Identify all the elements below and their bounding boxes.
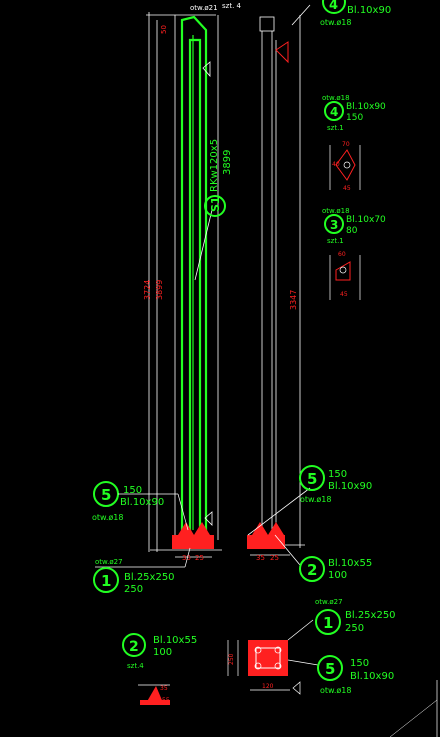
dim-total: 3724: [143, 280, 152, 300]
svg-text:70: 70: [342, 141, 350, 148]
detail-plate-2: 35 55: [138, 684, 170, 705]
svg-text:3: 3: [330, 218, 338, 232]
svg-text:1: 1: [101, 572, 111, 590]
svg-text:35: 35: [256, 554, 265, 562]
detail-plate-4: 70 40 45: [329, 141, 361, 192]
svg-text:45: 45: [343, 185, 351, 192]
svg-text:5: 5: [325, 660, 335, 678]
svg-text:1: 1: [323, 614, 333, 632]
svg-text:Bl.10x70: Bl.10x70: [346, 215, 386, 225]
svg-text:otw.ø18: otw.ø18: [92, 513, 123, 522]
svg-text:otw.ø18: otw.ø18: [300, 495, 331, 504]
callout-5-right: 5 150 Bl.10x90 otw.ø18: [299, 465, 372, 504]
svg-text:250: 250: [228, 653, 235, 665]
svg-text:Bl.10x90: Bl.10x90: [347, 5, 391, 16]
svg-text:120: 120: [262, 683, 274, 690]
svg-text:150: 150: [123, 485, 142, 496]
svg-text:4: 4: [329, 0, 338, 13]
svg-text:4: 4: [330, 105, 338, 119]
profile-label: RKw120x5: [209, 139, 220, 192]
svg-text:25: 25: [195, 554, 204, 562]
svg-text:2: 2: [129, 639, 139, 655]
callout-1-left: otw.ø27 1 Bl.25x250 250: [93, 547, 191, 595]
svg-text:5: 5: [307, 470, 317, 488]
svg-text:Bl.10x90: Bl.10x90: [328, 481, 372, 492]
callout-2-right: 2 Bl.10x55 100: [299, 556, 372, 582]
svg-text:100: 100: [328, 570, 347, 581]
svg-text:45: 45: [340, 291, 348, 298]
dim-right: 3347: [289, 290, 298, 310]
svg-text:szt.4: szt.4: [127, 662, 144, 670]
svg-text:otw.ø27: otw.ø27: [95, 558, 123, 566]
svg-text:szt.1: szt.1: [327, 237, 344, 245]
svg-text:150: 150: [350, 658, 369, 669]
svg-text:2: 2: [307, 561, 317, 579]
svg-text:35: 35: [182, 554, 191, 562]
part-circle-s1: [204, 195, 226, 217]
svg-text:otw.ø18: otw.ø18: [320, 18, 351, 27]
callout-5-left: 5 150 Bl.10x90 otw.ø18: [92, 481, 189, 531]
svg-text:Bl.10x55: Bl.10x55: [153, 635, 197, 646]
base-plate-right: [247, 535, 285, 549]
profile-length: 3899: [222, 150, 233, 175]
svg-text:60: 60: [338, 251, 346, 258]
base-plate-plan: 250 120: [227, 619, 319, 695]
callout-1-bottom: otw.ø27 1 Bl.25x250 250: [315, 598, 396, 635]
svg-text:80: 80: [346, 226, 358, 236]
svg-text:150: 150: [328, 469, 347, 480]
svg-text:100: 100: [153, 647, 172, 658]
svg-text:40: 40: [332, 161, 340, 168]
svg-text:otw.ø27: otw.ø27: [315, 598, 343, 606]
dim-inner: 3899: [155, 280, 164, 300]
callout-4: otw.ø18 4 Bl.10x90 150 szt.1: [322, 94, 386, 132]
svg-text:150: 150: [346, 113, 363, 123]
svg-text:Bl.10x55: Bl.10x55: [328, 558, 372, 569]
svg-text:S1: S1: [209, 196, 222, 212]
left-column-elevation: 3724 3899 50 35 25: [143, 12, 222, 562]
svg-text:Bl.10x90: Bl.10x90: [350, 671, 394, 682]
svg-text:szt.1: szt.1: [327, 124, 344, 132]
svg-text:Bl.25x250: Bl.25x250: [124, 572, 175, 583]
svg-text:Bl.10x90: Bl.10x90: [346, 102, 386, 112]
top-hole-label: otw.ø21: [190, 4, 218, 12]
svg-text:otw.ø18: otw.ø18: [322, 207, 350, 215]
callout-5-bottom: 5 150 Bl.10x90 otw.ø18: [317, 655, 394, 695]
base-plate-plan-red: [248, 640, 288, 676]
svg-text:otw.ø18: otw.ø18: [320, 686, 351, 695]
svg-text:5: 5: [101, 486, 111, 504]
svg-text:50: 50: [160, 25, 168, 34]
callout-3: otw.ø18 3 Bl.10x70 80 szt.1: [322, 207, 386, 245]
steel-column-profile: [180, 15, 208, 532]
svg-text:250: 250: [124, 584, 143, 595]
svg-text:55: 55: [162, 697, 170, 704]
detail-plate-3: 60 45: [329, 251, 361, 300]
right-column-elevation: 3347 35 25: [247, 4, 311, 566]
svg-text:25: 25: [270, 554, 279, 562]
svg-text:Bl.10x90: Bl.10x90: [120, 497, 164, 508]
svg-text:Bl.25x250: Bl.25x250: [345, 610, 396, 621]
svg-text:250: 250: [345, 623, 364, 634]
svg-text:35: 35: [160, 685, 168, 692]
svg-text:otw.ø18: otw.ø18: [322, 94, 350, 102]
callout-2-bottom: 2 Bl.10x55 100 szt.4: [122, 633, 197, 670]
top-label: szt. 4: [222, 2, 242, 10]
callout-4-top: 4 Bl.10x90 otw.ø18: [320, 0, 391, 27]
base-plate-left: [172, 535, 214, 549]
